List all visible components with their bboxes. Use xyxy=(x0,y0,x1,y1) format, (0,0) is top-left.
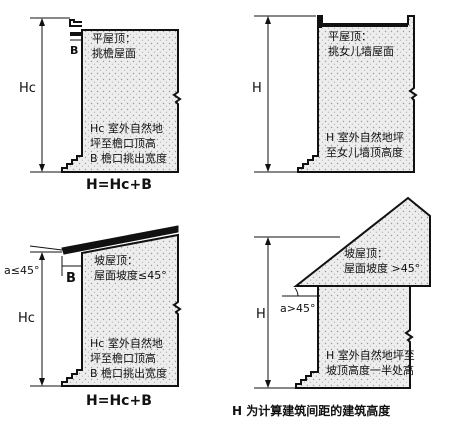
roof-slab xyxy=(61,225,179,255)
panel-flat-roof-eave xyxy=(30,17,182,173)
angle-line xyxy=(29,245,63,251)
arrow-down-icon xyxy=(265,380,271,388)
desc-line: 坪至檐口顶高 xyxy=(90,137,156,150)
arrow-up-icon xyxy=(39,252,45,260)
arrow-up-icon xyxy=(265,16,271,24)
desc-line: 坡顶高度一半处高 xyxy=(326,364,414,377)
overhang-label-b: B xyxy=(66,271,76,286)
overhang-label-b: B xyxy=(70,44,79,57)
building-section xyxy=(61,29,182,173)
desc-line: 至女儿墙顶高度 xyxy=(326,146,403,159)
dimension-label-h: H xyxy=(252,81,262,96)
roof-type-title: 坡屋顶： xyxy=(94,254,138,267)
panel-pitched-roof-low xyxy=(29,225,182,387)
desc-line: H 室外自然地坪 xyxy=(326,131,404,144)
desc-line: B 檐口挑出宽度 xyxy=(90,152,168,165)
desc-line: H 室外自然地坪至 xyxy=(326,349,415,362)
desc-line: Hc 室外自然地 xyxy=(90,122,163,135)
angle-arc xyxy=(294,287,299,297)
dimension-label-h: H xyxy=(256,307,266,322)
panel-pitched-roof-steep xyxy=(254,196,431,389)
roof-type-subtitle: 挑女儿墙屋面 xyxy=(328,45,394,58)
dimension-label-hc: Hc xyxy=(18,311,35,326)
roof-type-title: 坡屋顶： xyxy=(344,247,388,260)
formula: H=Hc+B xyxy=(86,393,152,409)
arrow-down-icon xyxy=(265,164,271,172)
parapet-wall xyxy=(318,16,322,28)
desc-line: Hc 室外自然地 xyxy=(90,337,163,350)
arrow-down-icon xyxy=(39,378,45,386)
eave-overhang xyxy=(69,19,82,27)
roof-type-title: 平屋顶： xyxy=(92,32,136,45)
roof-type-title: 平屋顶： xyxy=(328,30,372,43)
building-section xyxy=(61,233,182,387)
panel-flat-roof-parapet xyxy=(254,15,418,173)
desc-line: B 檐口挑出宽度 xyxy=(90,367,168,380)
angle-label: a>45° xyxy=(280,302,316,315)
formula: H=Hc+B xyxy=(86,177,152,193)
eave-gutter xyxy=(70,32,82,36)
roof-type-subtitle: 挑檐屋面 xyxy=(92,47,136,60)
arrow-up-icon xyxy=(265,237,271,245)
arrow-up-icon xyxy=(39,18,45,26)
arrow-down-icon xyxy=(39,164,45,172)
roof-type-subtitle: 屋面坡度 >45° xyxy=(344,262,421,275)
dimension-label-hc: Hc xyxy=(19,81,36,96)
building-section xyxy=(295,285,414,389)
desc-line: 坪至檐口顶高 xyxy=(90,352,156,365)
roof-type-subtitle: 屋面坡度≤45° xyxy=(94,269,167,282)
angle-label: a≤45° xyxy=(4,264,40,277)
footer-note: H 为计算建筑间距的建筑高度 xyxy=(232,404,391,418)
building-section xyxy=(297,15,418,173)
